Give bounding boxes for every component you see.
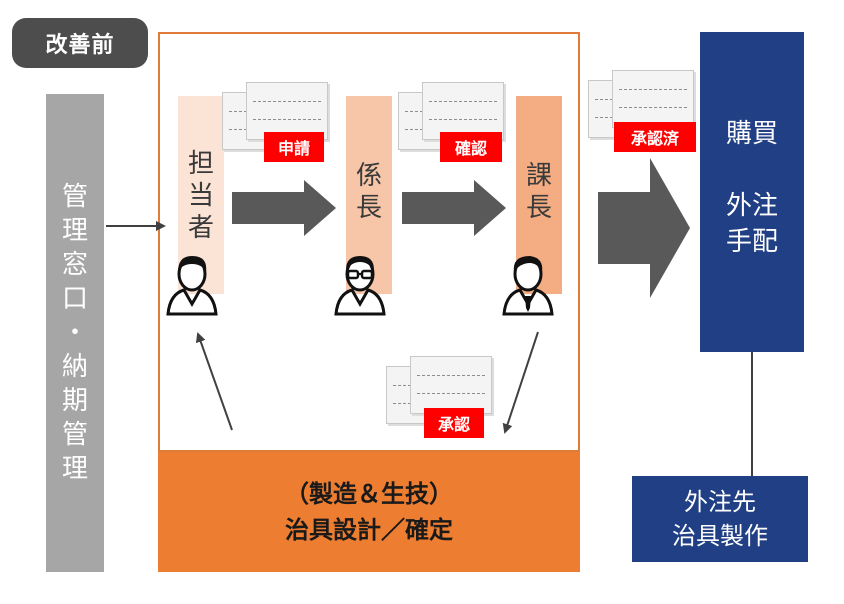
stamp-shoninzumi: 承認済 [614,122,696,152]
document-thumbnail [410,356,492,414]
supplier-line2: 治具製作 [672,522,768,550]
stamp-kakunin: 確認 [440,132,502,162]
management-window-label: 管 理 窓 口 ・ 納 期 管 理 [61,182,88,484]
supplier-line1: 外注先 [684,488,756,516]
jig-design-line1: （製造＆生技） [285,480,453,508]
role-kakaricho: 係 長 [346,96,392,294]
document-thumbnail [246,82,328,140]
purchasing-box: 購買 外注 手配 [700,32,804,352]
stamp-shonin: 承認 [424,408,484,438]
stamp-shinsei: 申請 [264,132,324,162]
purchasing-line3: 手配 [725,227,778,257]
status-badge: 改善前 [12,18,148,68]
person-icon-kacho [502,256,554,316]
arrow-to-purchasing [598,158,690,298]
jig-design-line2: 治具設計／確定 [285,516,453,544]
supplier-box: 外注先 治具製作 [632,476,808,562]
person-icon-kakaricho [334,256,386,316]
document-thumbnail [422,82,504,140]
management-window-box: 管 理 窓 口 ・ 納 期 管 理 [46,94,104,572]
approval-frame [158,32,580,452]
jig-design-box: （製造＆生技） 治具設計／確定 [158,452,580,572]
purchasing-line1: 購買 [725,119,778,149]
document-thumbnail [612,70,694,128]
person-icon-tanto [166,256,218,316]
purchasing-line2: 外注 [725,191,778,221]
